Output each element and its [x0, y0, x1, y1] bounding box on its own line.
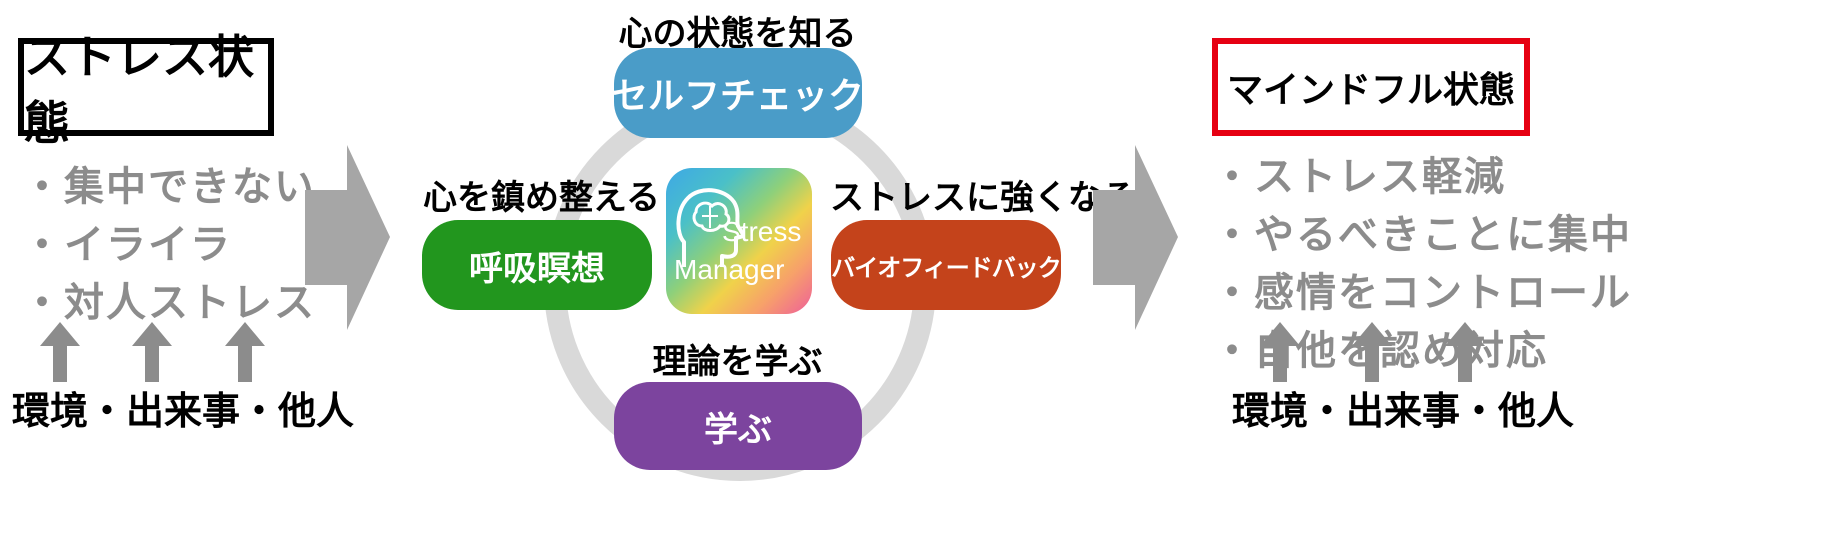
cycle-left-caption: 心を鎮め整える [423, 178, 660, 218]
right-arrow-icon [305, 145, 390, 330]
cycle-bottom-caption: 理論を学ぶ [652, 342, 823, 382]
right-arrow-icon [1093, 145, 1178, 330]
stress-symptom-list: ・集中できない ・イライラ ・対人ストレス [22, 158, 316, 332]
up-arrow-icon [1260, 322, 1300, 382]
biofeedback-label: バイオフィードバック [831, 253, 1062, 282]
up-arrow-icon [1445, 322, 1485, 382]
list-item: ・感情をコントロール [1212, 270, 1632, 316]
breathing-meditation-label: 呼吸瞑想 [469, 248, 605, 289]
up-arrow-icon [1352, 322, 1392, 382]
learn-label: 学ぶ [704, 409, 772, 450]
self-check-label: セルフチェック [612, 76, 865, 117]
mindful-state-title: マインドフル状態 [1226, 70, 1515, 111]
list-item: ・やるべきことに集中 [1212, 212, 1632, 258]
list-item: ・ストレス軽減 [1212, 154, 1506, 200]
cycle-right-caption: ストレスに強くなる [830, 178, 1136, 218]
list-item: ・イライラ [22, 222, 232, 268]
mindful-cause-label: 環境・出来事・他人 [1232, 389, 1575, 433]
app-icon-line1: Stress [722, 216, 802, 247]
self-check-button[interactable]: セルフチェック [612, 48, 865, 138]
app-icon-line2: Manager [674, 254, 785, 285]
stress-manager-app-icon[interactable]: Stress Manager [666, 168, 812, 314]
list-item: ・対人ストレス [22, 280, 316, 326]
list-item: ・集中できない [22, 164, 316, 210]
mindful-state-box: マインドフル状態 [1212, 38, 1530, 136]
breathing-meditation-button[interactable]: 呼吸瞑想 [422, 220, 652, 310]
head-brain-icon [676, 188, 744, 267]
up-arrow-icon [225, 322, 265, 382]
stress-cause-label: 環境・出来事・他人 [12, 389, 355, 433]
up-arrow-icon [132, 322, 172, 382]
stress-state-box: ストレス状態 [18, 30, 274, 150]
biofeedback-button[interactable]: バイオフィードバック [831, 220, 1062, 310]
cycle-top-caption: 心の状態を知る [618, 14, 857, 54]
up-arrow-icon [40, 322, 80, 382]
stress-state-title: ストレス状態 [24, 30, 254, 150]
learn-button[interactable]: 学ぶ [614, 382, 862, 470]
